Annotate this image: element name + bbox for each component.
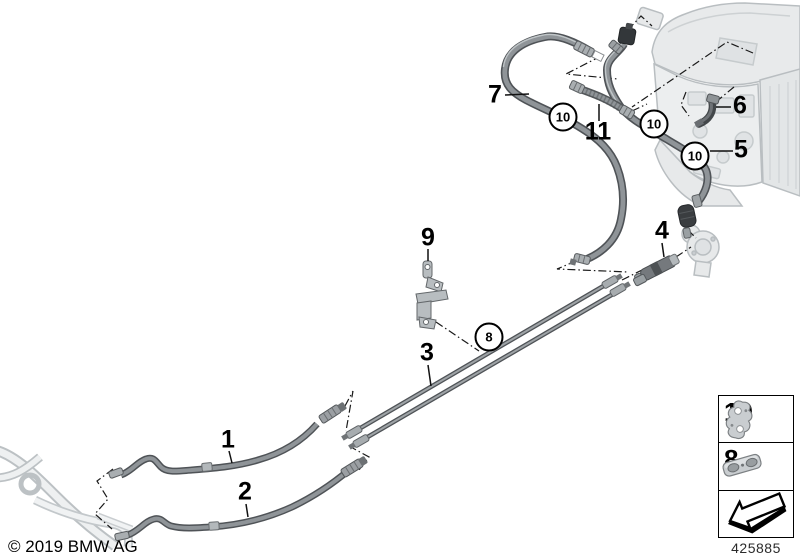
callout-9[interactable]: 9 [421, 223, 435, 252]
hose-2 [114, 456, 368, 542]
drawing-number: 425885 [731, 540, 781, 556]
ghost-engine-unit [635, 2, 800, 207]
callout-1[interactable]: 1 [221, 425, 235, 454]
elbow-hose-6 [694, 93, 720, 128]
ghost-subframe [0, 445, 134, 551]
pipe-clamp-double-icon [725, 400, 753, 440]
connector-4 [633, 253, 680, 287]
callout-11[interactable]: 11 [584, 117, 612, 146]
hose-1 [108, 402, 347, 479]
ghost-water-pump [681, 224, 720, 278]
legend-row-clamp-10[interactable]: 10 [719, 396, 793, 444]
pipes-3 [341, 273, 631, 450]
callout-6[interactable]: 6 [733, 91, 747, 120]
callout-10-circled-1[interactable]: 10 [548, 102, 578, 132]
callout-4[interactable]: 4 [655, 216, 669, 245]
legend-box: 10 8 [718, 395, 794, 538]
hose-11 [568, 80, 636, 120]
callout-7[interactable]: 7 [488, 80, 502, 109]
bracket-9 [415, 260, 449, 330]
callout-10-circled-3[interactable]: 10 [680, 141, 710, 171]
callout-5[interactable]: 5 [734, 135, 748, 164]
direction-of-travel-arrow-icon [727, 491, 787, 534]
callout-8-circled[interactable]: 8 [474, 322, 504, 352]
legend-row-clamp-8[interactable]: 8 [719, 443, 793, 491]
callout-10-circled-2[interactable]: 10 [639, 109, 669, 139]
callout-2[interactable]: 2 [238, 477, 252, 506]
callout-3[interactable]: 3 [420, 338, 434, 367]
legend-row-direction[interactable] [719, 491, 793, 537]
copyright: © 2019 BMW AG [8, 537, 138, 556]
label-lines [228, 93, 733, 518]
pipe-clamp-flat-icon [722, 454, 762, 477]
